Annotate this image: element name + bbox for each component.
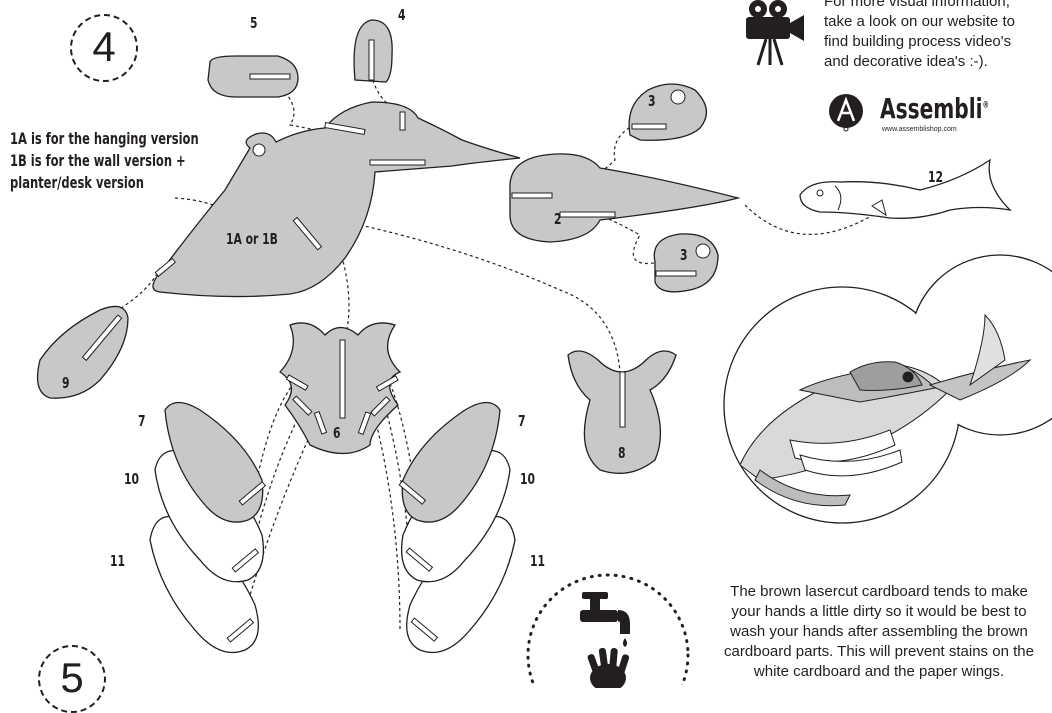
cleaning-line: The brown lasercut cardboard tends to ma… [706, 582, 1052, 602]
part-label-6: 6 [333, 424, 341, 442]
part-label-9: 9 [62, 374, 70, 392]
part-label-1a-1b: 1A or 1B [226, 230, 278, 248]
info-line: and decorative idea's :-). [824, 52, 1015, 72]
cleaning-line: cardboard parts. This will prevent stain… [706, 642, 1052, 662]
version-note-line: planter/desk version [10, 172, 199, 194]
hand-print-icon [576, 648, 646, 688]
cleaning-line: wash your hands after assembling the bro… [706, 622, 1052, 642]
part-label-11-left: 11 [110, 552, 125, 570]
step-number-5: 5 [38, 645, 106, 713]
part-label-4: 4 [398, 6, 406, 24]
info-line: take a look on our website to [824, 12, 1015, 32]
registered-mark: ® [983, 101, 989, 111]
part-label-7-right: 7 [518, 412, 526, 430]
part-label-2: 2 [554, 210, 562, 228]
part-label-11-right: 11 [530, 552, 545, 570]
step-number-4: 4 [70, 14, 138, 82]
assembly-diagram: 4 5 5 4 3 2 3 12 1A or 1B 9 6 8 7 10 11 … [0, 0, 1052, 685]
part-label-12: 12 [928, 168, 943, 186]
brand-name: Assembli® [880, 92, 989, 125]
brand-text: Assembli [880, 92, 983, 125]
version-note-line: 1B is for the wall version + [10, 150, 199, 172]
brand-url: www.assemblishop.com [882, 126, 957, 133]
part-label-3-upper: 3 [648, 92, 656, 110]
info-line: find building process video's [824, 32, 1015, 52]
info-line: For more visual information, [824, 0, 1015, 12]
website-info-text: For more visual information, take a look… [824, 0, 1015, 72]
part-label-8: 8 [618, 444, 626, 462]
part-label-10-left: 10 [124, 470, 139, 488]
cleaning-note: The brown lasercut cardboard tends to ma… [706, 582, 1052, 682]
cleaning-line: your hands a little dirty so it would be… [706, 602, 1052, 622]
part-label-10-right: 10 [520, 470, 535, 488]
water-tap-icon [568, 590, 658, 650]
cleaning-line: white cardboard and the paper wings. [706, 662, 1052, 682]
version-note-line: 1A is for the hanging version [10, 128, 199, 150]
part-label-7-left: 7 [138, 412, 146, 430]
part-label-3-lower: 3 [680, 246, 688, 264]
part-label-5: 5 [250, 14, 258, 32]
version-note: 1A is for the hanging version 1B is for … [10, 128, 199, 194]
